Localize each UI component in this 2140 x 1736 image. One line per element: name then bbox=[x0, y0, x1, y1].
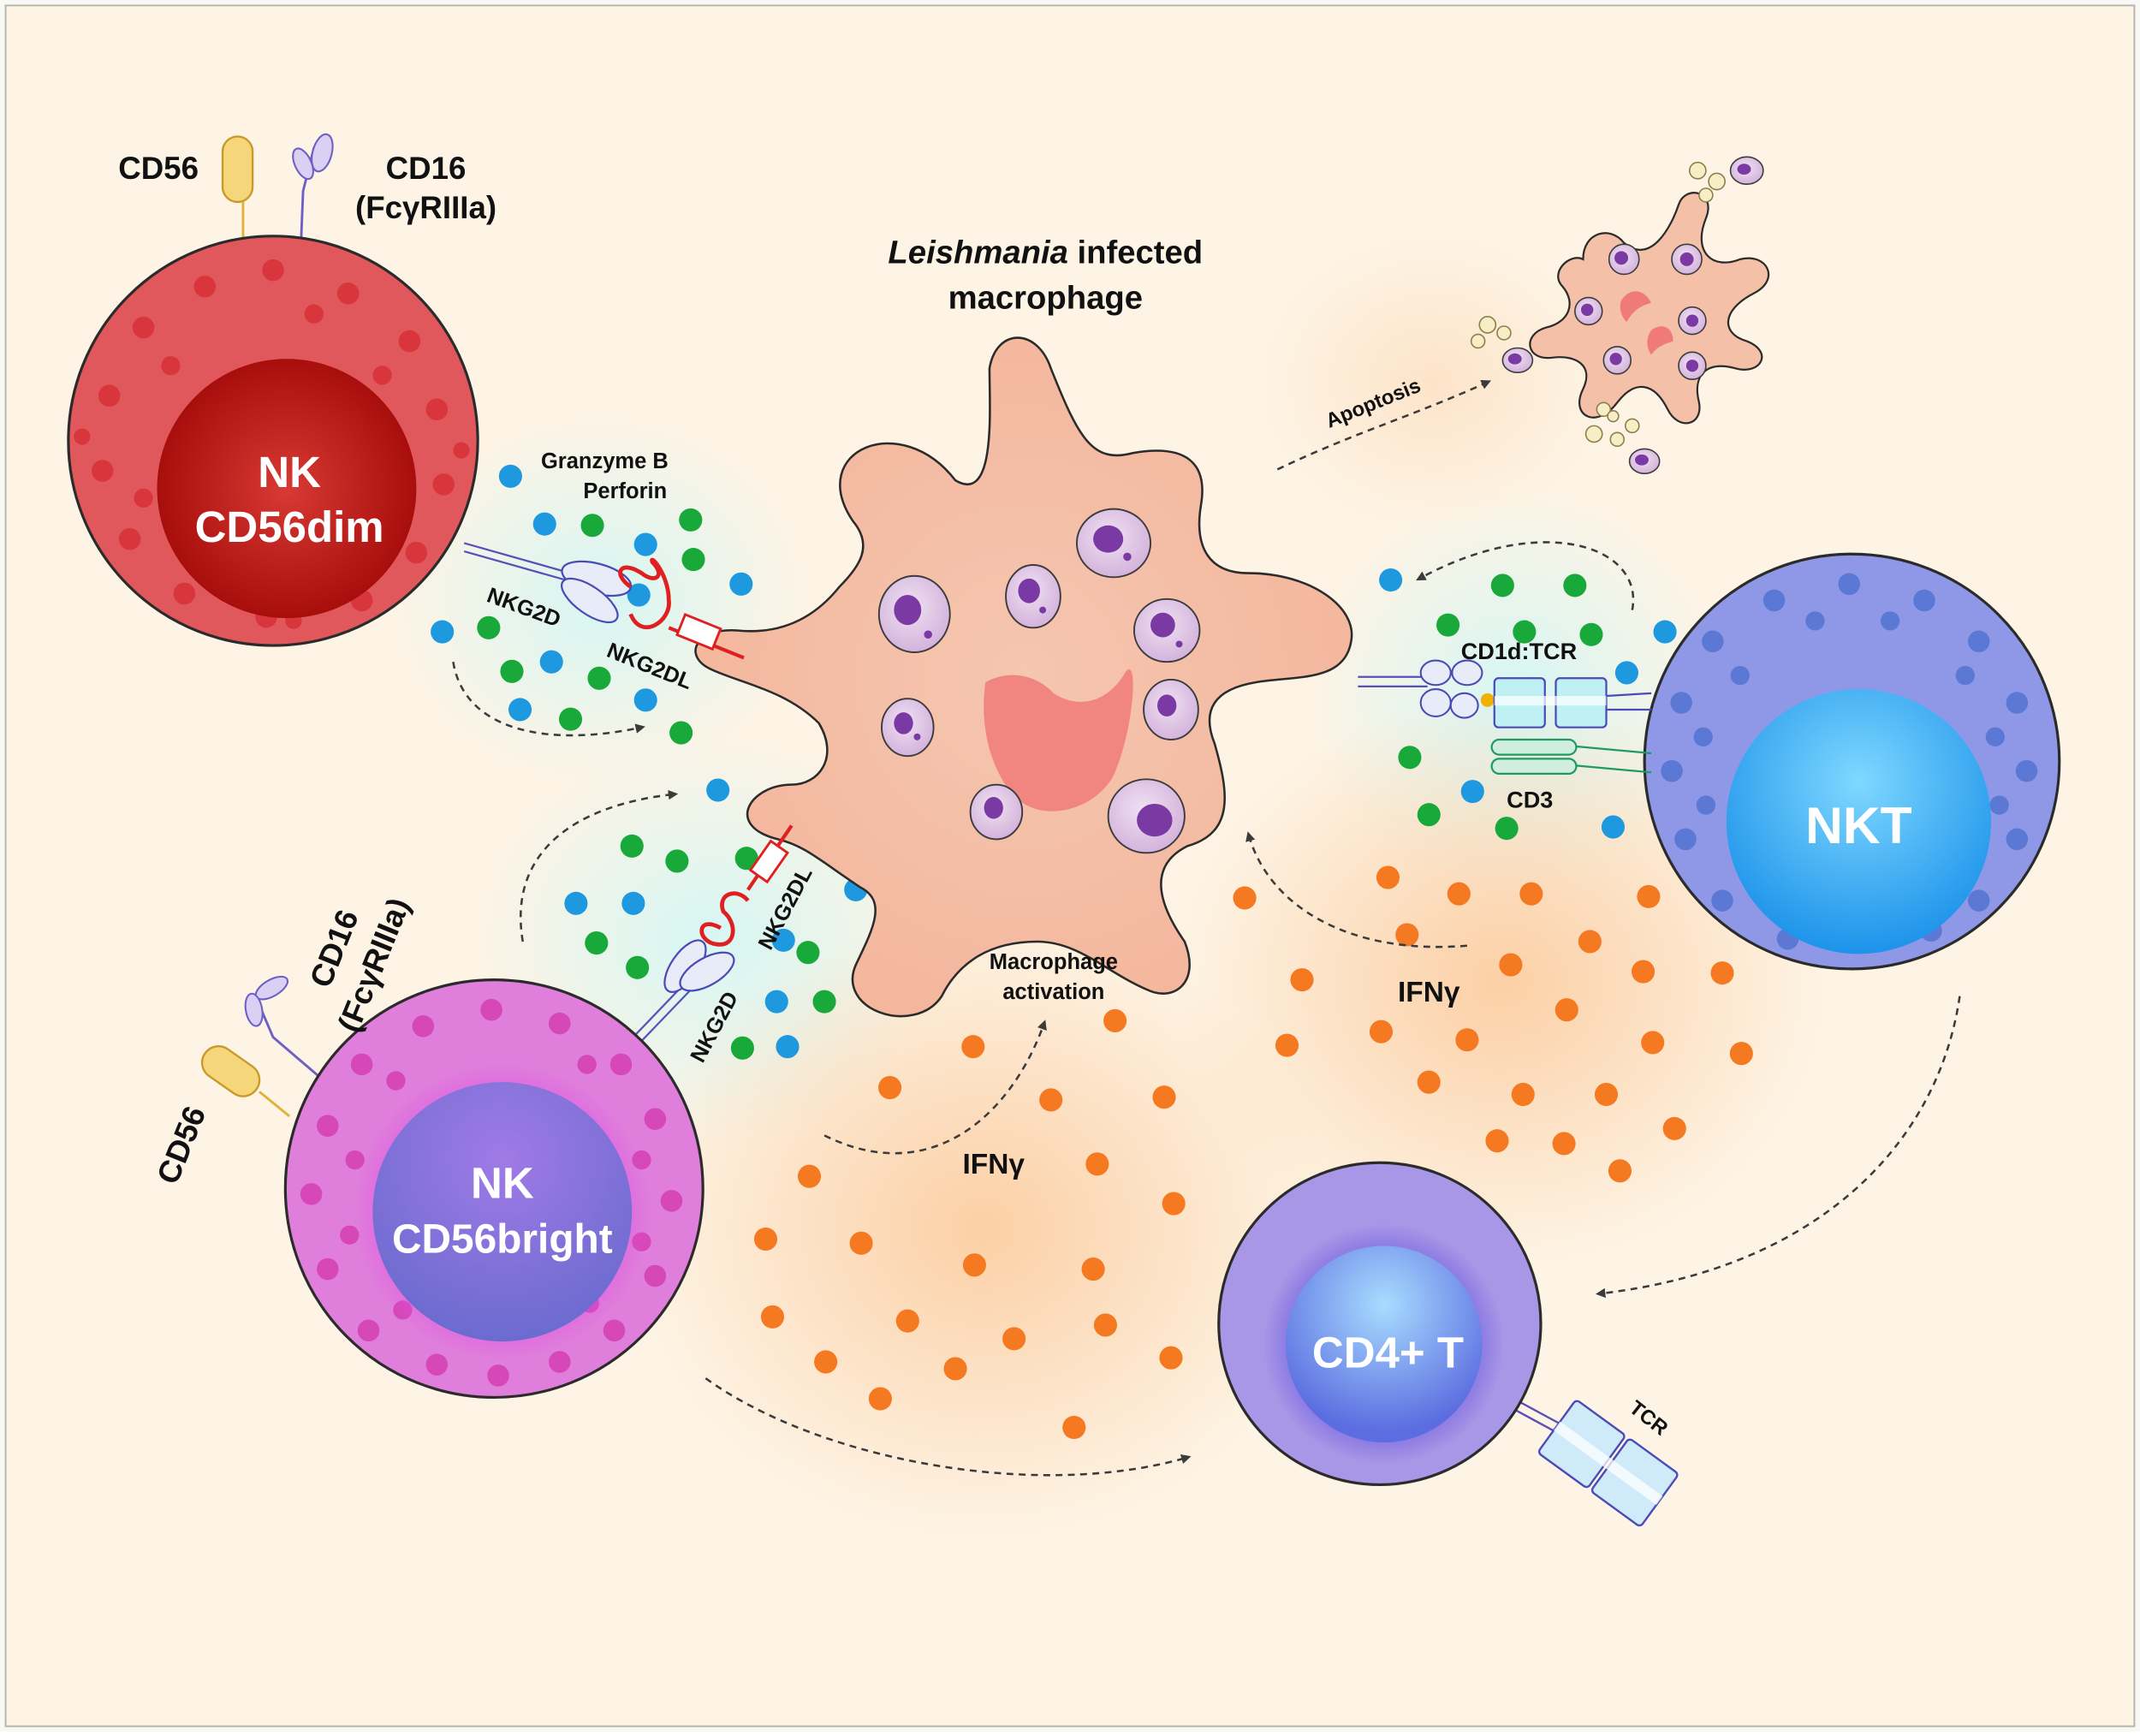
cd1d-tcr-complex bbox=[1358, 659, 1652, 776]
granzyme-label: Granzyme B bbox=[541, 449, 669, 473]
cd3-receptor bbox=[1490, 738, 1652, 776]
nkt-label: NKT bbox=[1805, 796, 1911, 854]
granzyme-perforin-dots bbox=[431, 464, 1677, 1060]
arrow-nkbright-loop bbox=[520, 789, 679, 942]
arrow-to-cd4 bbox=[704, 1377, 1192, 1477]
perforin-label: Perforin bbox=[583, 479, 667, 503]
released-parasites bbox=[1501, 156, 1764, 474]
apoptotic-body bbox=[1529, 192, 1770, 425]
parasite-vacuoles bbox=[877, 508, 1201, 854]
cd1d-tcr-label: CD1d:TCR bbox=[1461, 638, 1578, 664]
nk-cd56bright-cell: NK CD56bright bbox=[200, 971, 704, 1400]
macrophage-activation-line1: Macrophage bbox=[990, 950, 1118, 974]
ifng-label-right: IFNγ bbox=[1398, 977, 1460, 1008]
arrow-macrophage-activation bbox=[823, 1020, 1047, 1155]
nkg2d-complex-top bbox=[561, 557, 745, 660]
arrow-apoptosis bbox=[1276, 380, 1491, 471]
cd4-label: CD4+ T bbox=[1312, 1328, 1464, 1376]
arrow-ifng-nkt bbox=[1245, 831, 1468, 948]
nkg2d-complex-bottom bbox=[663, 824, 794, 993]
macrophage-nucleus bbox=[984, 669, 1133, 812]
macrophage-activation-line2: activation bbox=[1002, 980, 1104, 1004]
nk-cd56dim-cell: NK CD56dim bbox=[67, 133, 580, 647]
apoptotic-bodies bbox=[1470, 161, 1726, 448]
cd4-tcr-receptor bbox=[1537, 1400, 1679, 1527]
cd56-receptor-top bbox=[221, 135, 254, 204]
cd16-label-top: CD16 bbox=[386, 151, 467, 186]
cd4-t-cell: CD4+ T bbox=[1217, 1161, 1679, 1527]
arrow-nkdim-loop bbox=[452, 661, 645, 737]
fcgr-label-top: (FcγRIIIa) bbox=[355, 190, 496, 225]
cd56-receptor-bottom bbox=[200, 1045, 261, 1097]
apoptotic-macrophage bbox=[1470, 156, 1770, 474]
dashed-arrows bbox=[452, 380, 1961, 1477]
arrow-nkt-to-cd4 bbox=[1595, 996, 1961, 1299]
macrophage-title-line2: macrophage bbox=[948, 279, 1143, 316]
nk-cd56dim-line2: CD56dim bbox=[195, 502, 384, 551]
macrophage-title: Leishmania infected bbox=[888, 235, 1203, 271]
nk-cd56bright-line2: CD56bright bbox=[392, 1216, 613, 1262]
ifng-label-left: IFNγ bbox=[962, 1149, 1025, 1180]
cd56-label-top: CD56 bbox=[118, 151, 199, 186]
macrophage bbox=[694, 336, 1353, 1018]
ifng-dots bbox=[753, 865, 1753, 1440]
nk-cd56dim-line1: NK bbox=[258, 448, 321, 496]
nk-cd56bright-line1: NK bbox=[471, 1159, 534, 1208]
nkt-cell: NKT bbox=[1643, 552, 2061, 971]
cd3-label: CD3 bbox=[1507, 787, 1553, 813]
